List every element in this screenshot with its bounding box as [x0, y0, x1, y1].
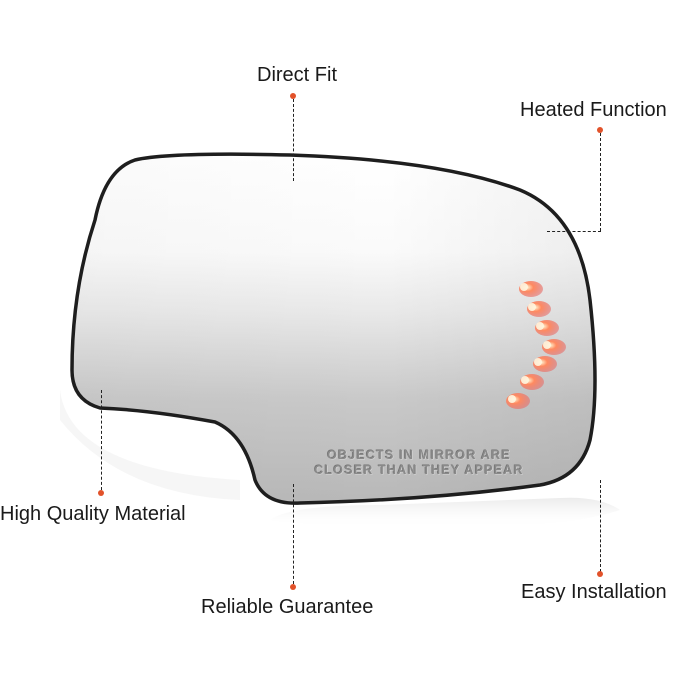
callout-reliable-guarantee-dot [290, 584, 296, 590]
callout-easy-installation-label: Easy Installation [521, 581, 667, 603]
warning-line-1: OBJECTS IN MIRROR ARE [327, 448, 511, 462]
callout-reliable-guarantee-label: Reliable Guarantee [201, 596, 374, 618]
callout-heated-function-label: Heated Function [520, 99, 667, 121]
callout-high-quality-material-label: High Quality Material [0, 503, 186, 525]
callout-heated-function-leader-h [547, 231, 601, 232]
callout-high-quality-material-dot [98, 490, 104, 496]
callout-easy-installation-dot [597, 571, 603, 577]
callout-direct-fit-leader [293, 99, 294, 181]
turn-signal-leds [506, 281, 566, 409]
callout-high-quality-material-leader [101, 390, 102, 490]
mirror-warning-text: OBJECTS IN MIRROR ARE CLOSER THAN THEY A… [300, 448, 538, 478]
callout-heated-function-leader-v [600, 133, 601, 231]
callout-direct-fit-dot [290, 93, 296, 99]
callout-heated-function-dot [597, 127, 603, 133]
callout-direct-fit-label: Direct Fit [257, 64, 337, 86]
warning-line-2: CLOSER THAN THEY APPEAR [314, 463, 524, 477]
callout-reliable-guarantee-leader [293, 484, 294, 584]
callout-easy-installation-leader [600, 480, 601, 572]
